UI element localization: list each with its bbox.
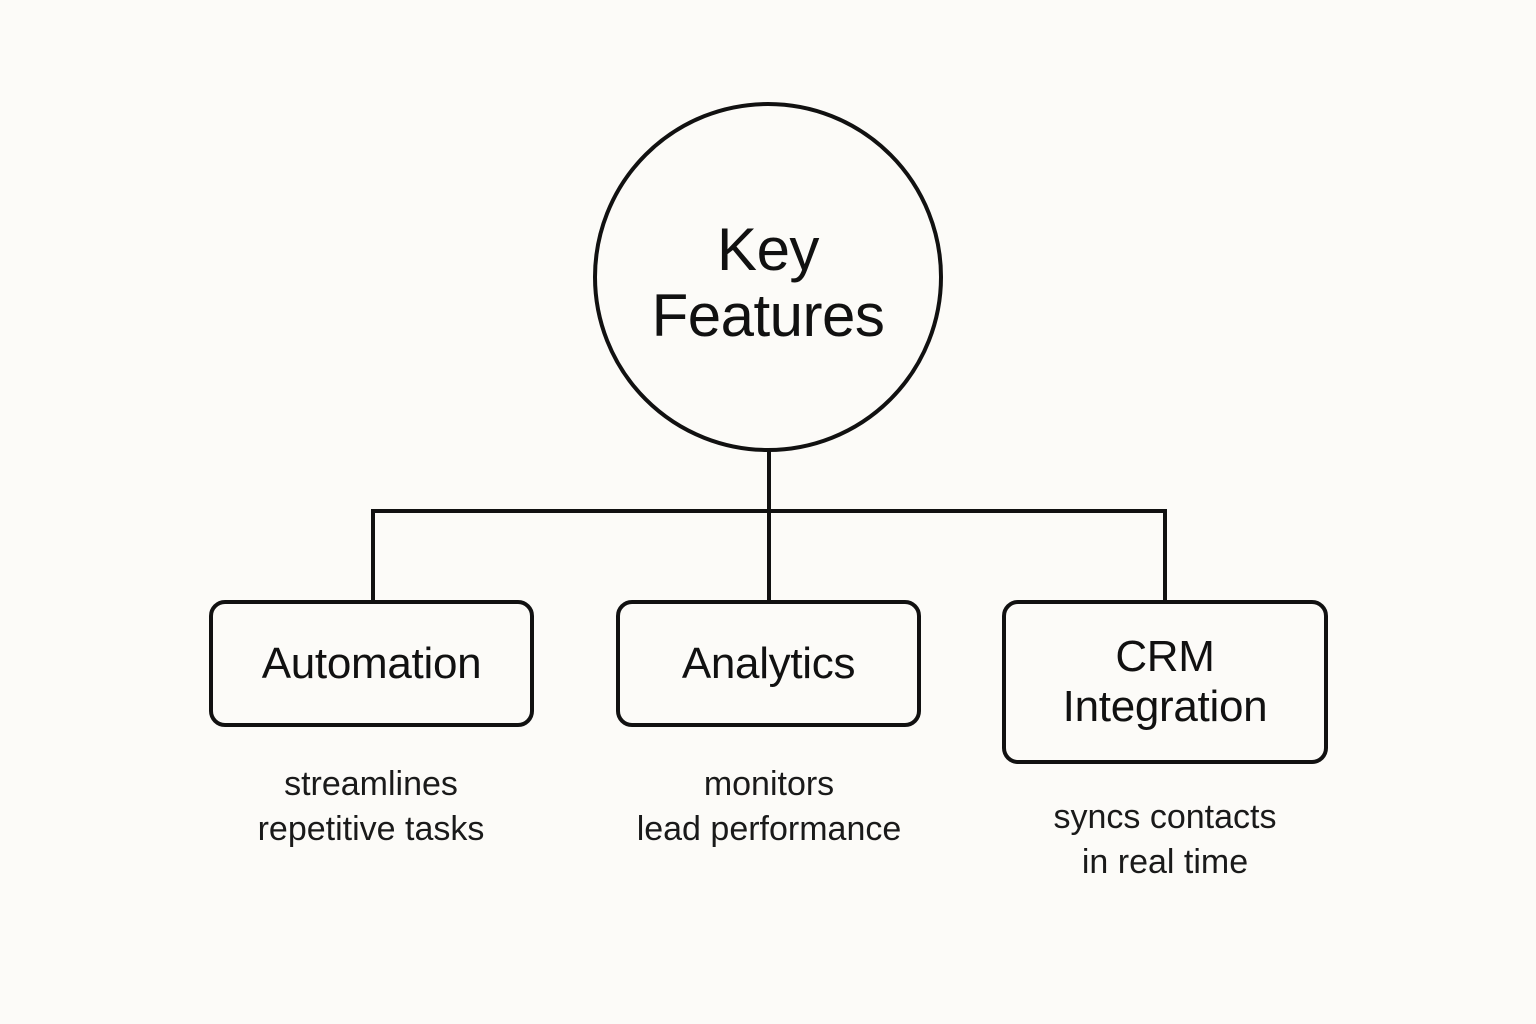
root-label: Key Features: [652, 205, 885, 349]
feature-box-automation: Automation: [209, 600, 534, 727]
root-label-line1: Key: [717, 216, 819, 283]
feature-title-crm-integration: CRM Integration: [1063, 632, 1268, 732]
feature-box-crm-integration: CRM Integration: [1002, 600, 1328, 764]
feature-desc-analytics-line2: lead performance: [636, 810, 902, 848]
feature-title-analytics: Analytics: [681, 638, 856, 689]
feature-title-automation: Automation: [262, 639, 482, 689]
feature-box-analytics: Analytics: [616, 600, 921, 727]
feature-desc-automation-line1: streamlines: [284, 765, 458, 803]
feature-desc-crm-line1: syncs contacts: [1053, 798, 1277, 836]
feature-title-analytics-line1: Analytics: [681, 638, 856, 688]
root-label-line2: Features: [651, 282, 885, 349]
feature-desc-crm-line2: in real time: [1081, 843, 1249, 881]
branch-bar-line: [371, 509, 1167, 602]
feature-title-crm-line1: CRM: [1115, 632, 1215, 681]
feature-desc-analytics-line1: monitors: [703, 765, 835, 803]
feature-desc-automation: streamlines repetitive tasks: [171, 762, 571, 852]
feature-desc-crm-integration: syncs contacts in real time: [965, 795, 1365, 885]
root-node-key-features: Key Features: [593, 102, 943, 452]
feature-title-automation-line1: Automation: [261, 638, 482, 688]
feature-title-crm-line2: Integration: [1062, 682, 1268, 731]
feature-desc-analytics: monitors lead performance: [569, 762, 969, 852]
feature-desc-automation-line2: repetitive tasks: [257, 810, 485, 848]
